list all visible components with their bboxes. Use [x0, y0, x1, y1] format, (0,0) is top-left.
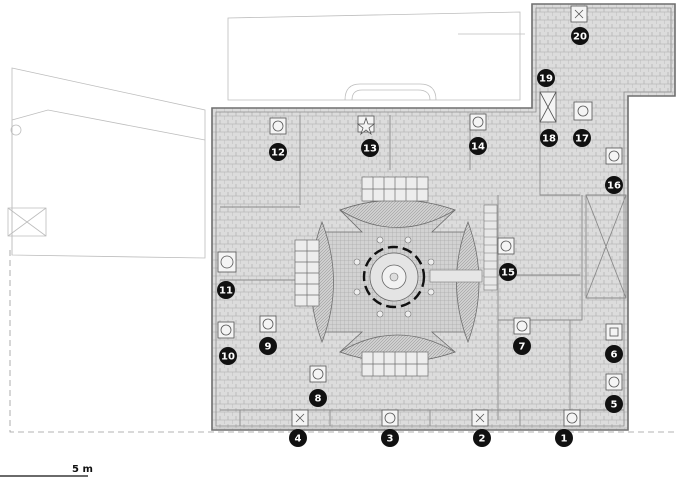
marker-label: 2 [479, 434, 486, 445]
marker-14: 14 [469, 137, 487, 155]
marker-label: 11 [219, 286, 233, 297]
marker-3: 3 [381, 429, 399, 447]
marker-circle [605, 395, 623, 413]
marker-15: 15 [499, 263, 517, 281]
marker-label: 7 [519, 342, 526, 353]
marker-circle [605, 345, 623, 363]
marker-2: 2 [473, 429, 491, 447]
marker-5: 5 [605, 395, 623, 413]
marker-label: 6 [611, 350, 618, 361]
marker-17: 17 [573, 129, 591, 147]
marker-label: 18 [542, 134, 556, 145]
marker-label: 15 [501, 268, 515, 279]
marker-11: 11 [217, 281, 235, 299]
marker-label: 8 [315, 394, 322, 405]
marker-label: 1 [561, 434, 568, 445]
marker-circle [473, 429, 491, 447]
site-boundary [9, 250, 675, 433]
marker-label: 10 [221, 352, 235, 363]
marker-label: 17 [575, 134, 589, 145]
scale-bar-label: 5 m [72, 464, 93, 475]
marker-label: 19 [539, 74, 553, 85]
tile-motifs [217, 5, 623, 427]
marker-label: 9 [265, 342, 272, 353]
marker-16: 16 [605, 176, 623, 194]
staircase [483, 204, 498, 291]
marker-circle [309, 389, 327, 407]
marker-label: 16 [607, 181, 621, 192]
marker-circle [540, 129, 558, 147]
marker-8: 8 [309, 389, 327, 407]
marker-circle [555, 429, 573, 447]
marker-circle [573, 129, 591, 147]
marker-19: 19 [537, 69, 555, 87]
marker-circle [219, 347, 237, 365]
marker-label: 14 [471, 142, 485, 153]
grilles [294, 176, 429, 377]
marker-18: 18 [540, 129, 558, 147]
marker-label: 20 [573, 32, 587, 43]
marker-9: 9 [259, 337, 277, 355]
marker-circle [361, 139, 379, 157]
marker-13: 13 [361, 139, 379, 157]
marker-circle [469, 137, 487, 155]
marker-circle [571, 27, 589, 45]
marker-label: 5 [611, 400, 618, 411]
marker-circle [217, 281, 235, 299]
marker-6: 6 [605, 345, 623, 363]
marker-7: 7 [513, 337, 531, 355]
marker-circle [259, 337, 277, 355]
marker-circle [605, 176, 623, 194]
marker-circle [381, 429, 399, 447]
courtyard [310, 199, 483, 363]
marker-circle [269, 143, 287, 161]
marker-label: 4 [295, 434, 302, 445]
marker-circle [499, 263, 517, 281]
marker-4: 4 [289, 429, 307, 447]
marker-label: 13 [363, 144, 377, 155]
marker-12: 12 [269, 143, 287, 161]
marker-circle [537, 69, 555, 87]
marker-circle [513, 337, 531, 355]
marker-label: 3 [387, 434, 394, 445]
marker-circle [289, 429, 307, 447]
interior-walls [220, 115, 627, 426]
marker-10: 10 [219, 347, 237, 365]
marker-20: 20 [571, 27, 589, 45]
marker-label: 12 [271, 148, 285, 159]
marker-1: 1 [555, 429, 573, 447]
